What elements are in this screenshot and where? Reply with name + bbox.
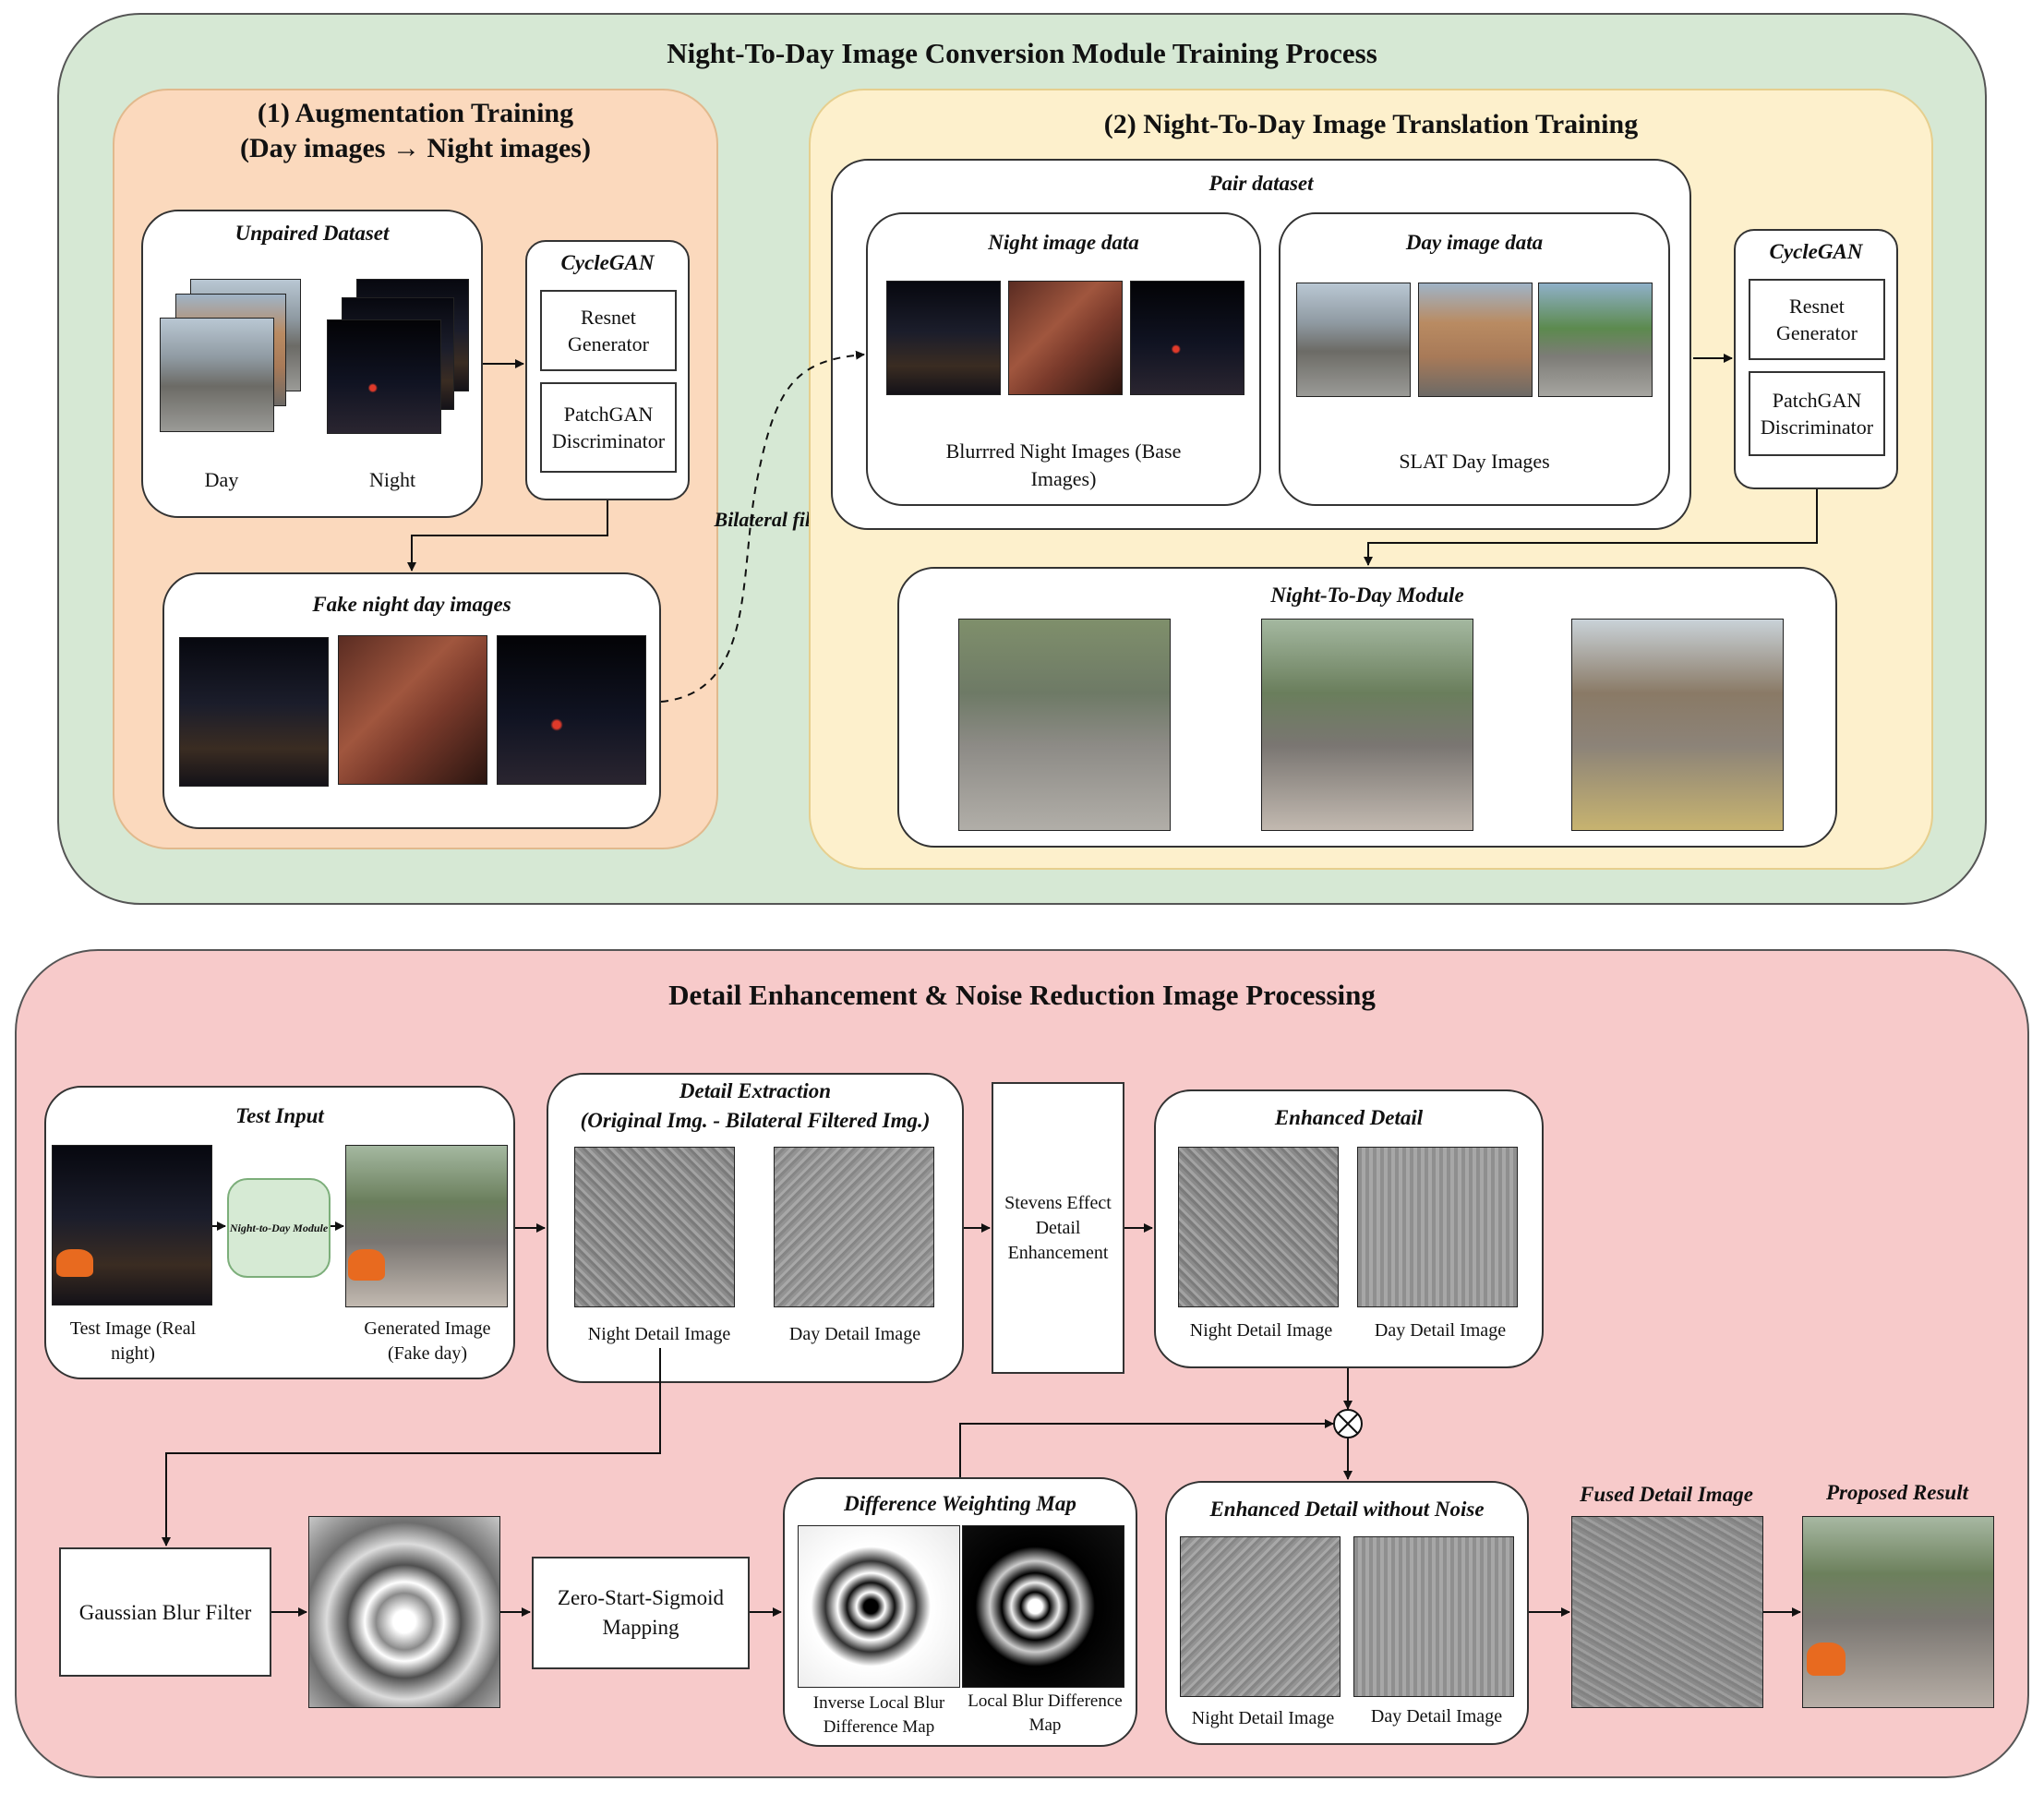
local-blur-caption: Local Blur Difference Map bbox=[968, 1691, 1123, 1735]
zero-start-sigmoid-mapping-box: Zero-Start-Sigmoid Mapping bbox=[532, 1557, 750, 1669]
generated-image-caption: Generated Image (Fake day) bbox=[364, 1318, 491, 1364]
night-image-stack-front bbox=[327, 319, 441, 434]
fake-night-image-2 bbox=[338, 635, 487, 785]
day-image-stack-front bbox=[160, 318, 274, 432]
arrow-cyclegan-to-module bbox=[1364, 489, 1818, 566]
day-label: Day bbox=[204, 468, 239, 491]
proposed-result-car bbox=[1807, 1643, 1846, 1676]
slat-day-image-1 bbox=[1296, 283, 1411, 397]
translation-title: (2) Night-To-Day Image Translation Train… bbox=[1103, 109, 1639, 139]
resnet-generator-translation: Resnet Generator bbox=[1749, 279, 1885, 360]
arrow-night-detail-to-gaussian bbox=[162, 1348, 661, 1546]
proposed-result-title: Proposed Result bbox=[1826, 1481, 1968, 1504]
night-image-data-title: Night image data bbox=[988, 231, 1139, 254]
night-detail-image-enhanced bbox=[1178, 1147, 1339, 1307]
night-detail-caption-enhanced: Night Detail Image bbox=[1189, 1320, 1333, 1341]
generated-image-car bbox=[348, 1249, 385, 1281]
slat-day-image-2 bbox=[1418, 283, 1533, 397]
fused-detail-title: Fused Detail Image bbox=[1580, 1483, 1753, 1506]
night-detail-image-denoised bbox=[1180, 1536, 1341, 1697]
stevens-effect-box: Stevens Effect Detail Enhancement bbox=[992, 1082, 1124, 1374]
night-detail-image-extraction bbox=[574, 1147, 735, 1307]
slat-day-caption: SLAT Day Images bbox=[1399, 450, 1550, 473]
day-detail-image-enhanced bbox=[1357, 1147, 1518, 1307]
module-output-image-1 bbox=[958, 619, 1171, 831]
arrow-weighting-to-multiply bbox=[959, 1419, 1334, 1477]
cyclegan-augmentation-title: CycleGAN bbox=[560, 251, 655, 274]
test-input-title: Test Input bbox=[235, 1104, 324, 1127]
augmentation-title-line2: (Day images → Night images) bbox=[240, 133, 591, 163]
fake-night-image-3 bbox=[497, 635, 646, 785]
detail-extraction-title-line2: (Original Img. - Bilateral Filtered Img.… bbox=[580, 1109, 931, 1132]
inverse-local-blur-caption: Inverse Local Blur Difference Map bbox=[812, 1693, 945, 1737]
denoised-detail-title: Enhanced Detail without Noise bbox=[1209, 1498, 1485, 1521]
blurred-night-image-1 bbox=[886, 281, 1001, 395]
slat-day-image-3 bbox=[1538, 283, 1653, 397]
local-blur-difference-map bbox=[962, 1525, 1124, 1688]
night-to-day-module-block: Night-to-Day Module bbox=[227, 1178, 331, 1278]
test-image-caption: Test Image (Real night) bbox=[69, 1318, 197, 1364]
augmentation-title: (1) Augmentation Training (Day images → … bbox=[113, 96, 718, 166]
day-detail-caption-denoised: Day Detail Image bbox=[1370, 1706, 1503, 1727]
enhanced-detail-title: Enhanced Detail bbox=[1274, 1106, 1424, 1129]
detail-extraction-title-line1: Detail Extraction bbox=[679, 1079, 832, 1102]
fused-detail-image bbox=[1571, 1516, 1763, 1708]
augmentation-title-line1: (1) Augmentation Training bbox=[257, 98, 574, 128]
enhancement-title: Detail Enhancement & Noise Reduction Ima… bbox=[668, 979, 1376, 1011]
patchgan-discriminator-translation: PatchGAN Discriminator bbox=[1749, 371, 1885, 456]
blurred-night-image-2 bbox=[1008, 281, 1123, 395]
test-image bbox=[52, 1145, 212, 1306]
day-detail-image-denoised bbox=[1353, 1536, 1514, 1697]
day-detail-caption-enhanced: Day Detail Image bbox=[1374, 1320, 1507, 1341]
day-detail-caption-extraction: Day Detail Image bbox=[788, 1324, 921, 1344]
pair-dataset-title: Pair dataset bbox=[1208, 172, 1314, 195]
cyclegan-translation-title: CycleGAN bbox=[1769, 240, 1863, 263]
unpaired-dataset-title: Unpaired Dataset bbox=[234, 222, 390, 245]
gaussian-blur-output-image bbox=[308, 1516, 500, 1708]
arrow-cyclegan-to-fake bbox=[407, 500, 608, 572]
test-image-car bbox=[56, 1249, 93, 1277]
arrow-bilateral-filter bbox=[660, 350, 865, 703]
fake-night-images-title: Fake night day images bbox=[312, 593, 511, 616]
night-detail-caption-denoised: Night Detail Image bbox=[1191, 1708, 1335, 1728]
proposed-result-image bbox=[1802, 1516, 1994, 1708]
blurred-night-caption: Blurrred Night Images (Base Images) bbox=[945, 439, 1182, 490]
generated-image bbox=[345, 1145, 508, 1307]
day-detail-image-extraction bbox=[774, 1147, 934, 1307]
multiply-operator-icon bbox=[1333, 1409, 1363, 1438]
night-detail-caption-extraction: Night Detail Image bbox=[587, 1324, 731, 1344]
blurred-night-image-3 bbox=[1130, 281, 1244, 395]
night-to-day-module-title: Night-To-Day Module bbox=[1270, 584, 1464, 607]
patchgan-discriminator-augmentation: PatchGAN Discriminator bbox=[540, 382, 677, 473]
training-process-title: Night-To-Day Image Conversion Module Tra… bbox=[667, 37, 1377, 69]
module-output-image-2 bbox=[1261, 619, 1473, 831]
detail-extraction-title: Detail Extraction (Original Img. - Bilat… bbox=[547, 1077, 964, 1136]
resnet-generator-augmentation: Resnet Generator bbox=[540, 290, 677, 371]
day-image-data-title: Day image data bbox=[1405, 231, 1544, 254]
module-output-image-3 bbox=[1571, 619, 1784, 831]
fake-night-image-1 bbox=[179, 637, 329, 787]
gaussian-blur-filter-box: Gaussian Blur Filter bbox=[59, 1547, 271, 1677]
night-label: Night bbox=[368, 468, 416, 491]
inverse-local-blur-difference-map bbox=[798, 1525, 960, 1688]
difference-weighting-map-title: Difference Weighting Map bbox=[844, 1492, 1076, 1515]
